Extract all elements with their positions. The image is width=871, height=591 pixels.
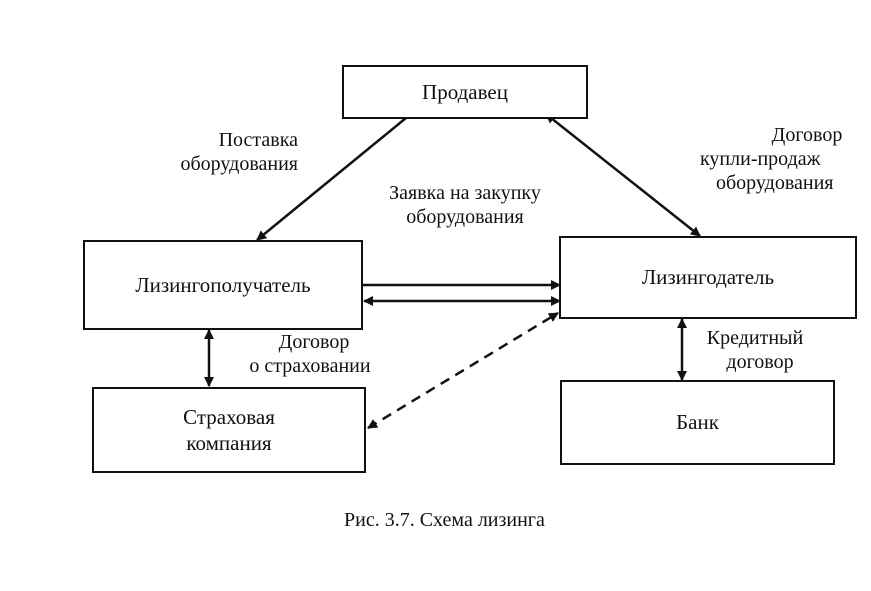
node-lessee-label: Лизингополучатель [135, 272, 311, 297]
purchase-contract-label-line3: оборудования [716, 172, 834, 194]
credit-contract-label: Кредитный договор [690, 326, 820, 374]
node-insurer-label-1: Страховая [183, 404, 275, 429]
order-label-line1: Заявка на закупку [389, 182, 541, 204]
insurer-lessor-dashed-arrow [367, 311, 559, 430]
purchase-contract-label-line2: купли-продаж [700, 148, 821, 170]
credit-contract-label-line1: Кредитный [706, 327, 804, 349]
supply-arrow [256, 117, 407, 241]
order-label: Заявка на закупку оборудования [360, 181, 570, 229]
credit-contract-label-line2: договор [726, 351, 794, 373]
supply-label-line1: Поставка [218, 129, 298, 151]
node-insurer: Страховая компания [92, 387, 366, 473]
insurance-contract-label-line1: Договор [278, 331, 350, 353]
order-label-line2: оборудования [406, 206, 524, 228]
node-lessee: Лизингополучатель [83, 240, 363, 330]
node-bank-label: Банк [676, 410, 719, 435]
node-bank: Банк [560, 380, 835, 465]
purchase-contract-label: Договор купли-продаж оборудования [700, 123, 871, 195]
node-seller-label: Продавец [422, 79, 508, 104]
node-lessor: Лизингодатель [559, 236, 857, 319]
purchase-contract-arrow [545, 113, 701, 237]
purchase-contract-label-line1: Договор [771, 124, 843, 146]
insurance-contract-label: Договор о страховании [225, 330, 395, 378]
insurance-contract-label-line2: о страховании [249, 355, 371, 377]
figure-caption: Рис. 3.7. Схема лизинга [344, 509, 545, 531]
node-insurer-label-2: компания [186, 431, 272, 455]
supply-label: Поставка оборудования [138, 128, 299, 176]
node-lessor-label: Лизингодатель [641, 265, 775, 290]
node-seller: Продавец [342, 65, 588, 119]
supply-label-line2: оборудования [180, 153, 299, 175]
